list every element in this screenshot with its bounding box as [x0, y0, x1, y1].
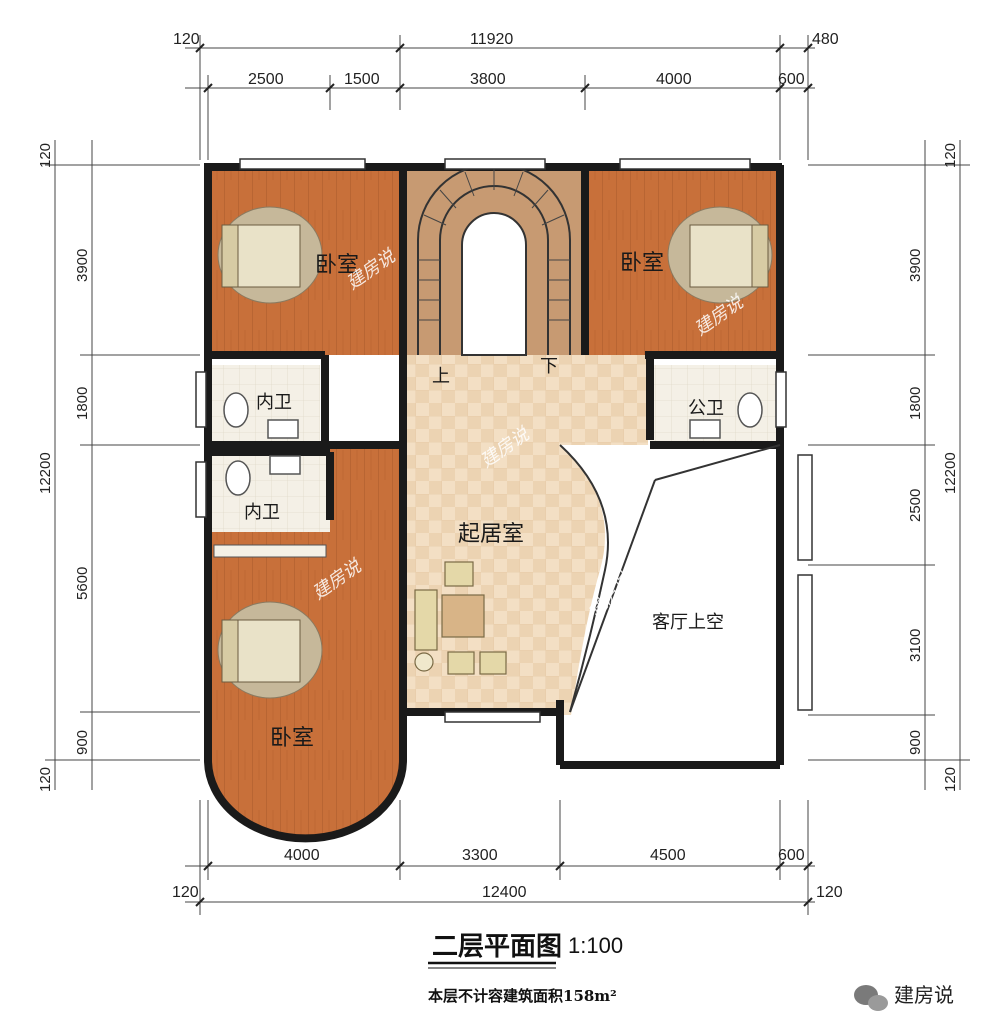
dim-top-outer-right: 480 [812, 31, 839, 48]
dim-right-end-bottom: 120 [942, 767, 959, 792]
dim-right-4: 3100 [907, 629, 924, 662]
room-labels: 卧室 卧室 卧室 内卫 内卫 公卫 起居室 客厅上空 [244, 251, 724, 751]
room-label-bedroom-ne: 卧室 [620, 251, 664, 276]
dim-top-outer-total: 11920 [470, 31, 513, 48]
void-outline [559, 444, 781, 713]
room-label-public-bath: 公卫 [688, 398, 724, 419]
room-label-bath-2: 内卫 [244, 502, 280, 523]
dim-bottom-outer-left: 120 [172, 884, 199, 901]
bed-nw [217, 206, 323, 304]
dim-right-1: 3900 [907, 249, 924, 282]
dim-top-4: 4000 [656, 71, 692, 88]
drawing-title: 二层平面图 [432, 932, 562, 962]
dim-left-3: 5600 [74, 567, 91, 600]
dim-left-end-top: 120 [37, 143, 54, 168]
wechat-icon [854, 985, 888, 1011]
dim-right-end-top: 120 [942, 143, 959, 168]
stair-up-label: 上 [432, 366, 450, 387]
dim-bottom-3: 4500 [650, 847, 686, 864]
area-note: 本层不计容建筑面积158m² [428, 987, 617, 1005]
dim-bottom-outer-total: 12400 [482, 884, 527, 901]
brand-name: 建房说 [894, 983, 954, 1007]
room-label-bedroom-nw: 卧室 [315, 253, 359, 278]
dim-bottom-outer-right: 120 [816, 884, 843, 901]
dim-left-total: 12200 [37, 452, 54, 494]
dim-top-2: 1500 [344, 71, 380, 88]
dimension-text-top: 120 11920 480 2500 1500 3800 4000 600 [173, 31, 839, 88]
dim-bottom-4: 600 [778, 847, 805, 864]
walls [204, 163, 784, 843]
dimension-ticks [195, 43, 813, 907]
room-label-living-void: 客厅上空 [652, 612, 724, 633]
dim-top-5: 600 [778, 71, 805, 88]
dim-bottom-2: 3300 [462, 847, 498, 864]
dimension-text-right: 120 3900 1800 12200 2500 3100 900 120 [907, 143, 959, 792]
dimension-text-left: 120 3900 1800 12200 5600 900 120 [37, 143, 91, 792]
room-label-bath-1: 内卫 [256, 392, 292, 413]
dim-bottom-1: 4000 [284, 847, 320, 864]
dim-top-1: 2500 [248, 71, 284, 88]
dim-left-end-bottom: 120 [37, 767, 54, 792]
dim-right-total: 12200 [942, 452, 959, 494]
dim-left-4: 900 [74, 730, 91, 755]
dim-right-2: 1800 [907, 387, 924, 420]
bed-sw [217, 601, 323, 699]
drawing-scale: 1:100 [568, 933, 623, 958]
dim-left-1: 3900 [74, 249, 91, 282]
stair-down-label: 下 [540, 356, 558, 377]
footer: 二层平面图 1:100 本层不计容建筑面积158m² 建房说 [428, 932, 954, 1011]
bed-ne [667, 206, 773, 304]
dim-right-3: 2500 [907, 489, 924, 522]
staircase: 上 下 [417, 163, 571, 387]
room-label-family-room: 起居室 [458, 522, 524, 547]
sofa-set [414, 561, 507, 675]
windows [195, 158, 813, 723]
dim-right-5: 900 [907, 730, 924, 755]
dim-left-2: 1800 [74, 387, 91, 420]
closet [213, 544, 327, 558]
dimension-text-bottom: 4000 3300 4500 600 120 12400 120 [172, 847, 843, 901]
dim-top-3: 3800 [470, 71, 506, 88]
room-label-bedroom-sw: 卧室 [270, 726, 314, 751]
dim-top-outer-left: 120 [173, 31, 200, 48]
bath-fixtures [223, 392, 763, 496]
